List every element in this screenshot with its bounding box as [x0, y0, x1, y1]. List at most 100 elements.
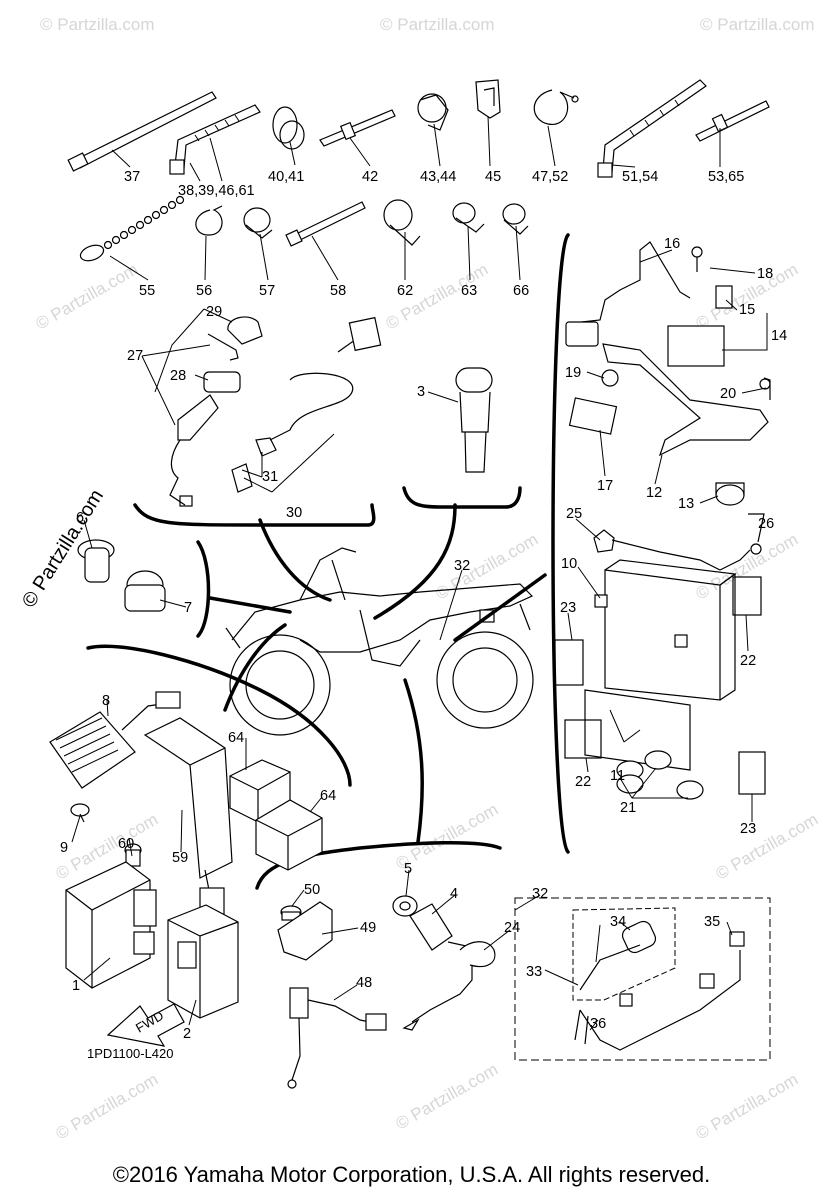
callout-label: 38,39,46,61 [178, 183, 255, 199]
part-sensor-6-7 [77, 539, 166, 612]
callout-label: 19 [565, 365, 581, 381]
callout-label: 12 [646, 485, 662, 501]
connector-arc [453, 573, 547, 642]
watermark: © Partzilla.com [53, 1070, 162, 1144]
watermark: © Partzilla.com [380, 15, 495, 34]
part-cable-tie-38 [169, 104, 261, 175]
part-rectifier-8 [49, 691, 181, 789]
callout-label: 3 [417, 384, 425, 400]
connector-arc [373, 503, 457, 620]
callout-labels: 37 38,39,46,61 40,41 42 43,44 45 47,52 5… [60, 169, 787, 1042]
part-washer-5 [392, 895, 418, 917]
part-neutral-switch-group [277, 901, 387, 1089]
callout-label: 22 [575, 774, 591, 790]
callout-label: 4 [450, 886, 458, 902]
part-tie-58 [285, 201, 366, 247]
callout-label: 64 [228, 730, 244, 746]
connector-arc [223, 623, 287, 712]
group-bracket-battery [551, 233, 570, 854]
connector-arc [403, 678, 424, 844]
callout-label: 14 [771, 328, 787, 344]
part-ignition-coil-3 [455, 367, 493, 473]
part-ecu-2 [167, 904, 239, 1019]
part-clamp-57 [243, 207, 273, 239]
callout-label: 18 [757, 266, 773, 282]
callout-label: 20 [720, 386, 736, 402]
group-bracket-switch [133, 503, 376, 527]
group-bracket-coil [402, 486, 522, 509]
callout-label: 15 [739, 302, 755, 318]
callout-label: 24 [504, 920, 520, 936]
callout-label: 32 [454, 558, 470, 574]
callout-label: 58 [330, 283, 346, 299]
callout-label: 43,44 [420, 169, 456, 185]
callout-label: 8 [102, 693, 110, 709]
callout-label: 29 [206, 304, 222, 320]
callout-label: 48 [356, 975, 372, 991]
part-relay-64 [229, 759, 323, 871]
callout-label: 13 [678, 496, 694, 512]
part-band-47 [533, 89, 579, 125]
callout-label: 11 [610, 768, 625, 784]
callout-label: 28 [170, 368, 186, 384]
callout-label: 59 [172, 850, 188, 866]
part-cable-tie-37 [67, 91, 217, 172]
callout-label: 26 [758, 516, 774, 532]
group-bracket-ecu [86, 644, 352, 787]
group-bracket-sensors-lower [255, 841, 502, 890]
part-clamp-43 [417, 93, 449, 131]
callout-label: 21 [620, 800, 636, 816]
callout-label: 53,65 [708, 169, 744, 185]
part-clip-45 [475, 79, 501, 119]
callout-label: 22 [740, 653, 756, 669]
callout-label: 32 [532, 886, 548, 902]
callout-label: 1 [72, 978, 80, 994]
callout-label: 45 [485, 169, 501, 185]
fwd-arrow-icon: FWD [106, 1003, 185, 1047]
callout-label: 17 [597, 478, 613, 494]
copyright-notice: ©2016 Yamaha Motor Corporation, U.S.A. A… [112, 1162, 711, 1187]
watermark: © Partzilla.com [693, 530, 802, 604]
callout-label: 42 [362, 169, 378, 185]
callout-label: 7 [184, 600, 192, 616]
part-ecm-1 [65, 861, 157, 989]
part-lead-wire-30 [231, 316, 382, 493]
part-clamp-66 [502, 203, 529, 235]
part-clamp-63 [452, 202, 485, 233]
part-bolt-60 [124, 843, 142, 867]
callout-label: 56 [196, 283, 212, 299]
callout-label: 51,54 [622, 169, 658, 185]
callout-label: 50 [304, 882, 320, 898]
callout-label: 37 [124, 169, 140, 185]
part-sensor-4 [409, 903, 475, 951]
callout-label: 6 [76, 510, 84, 526]
callout-label: 36 [590, 1016, 606, 1032]
part-ecu-59 [143, 717, 233, 921]
callout-label: 47,52 [532, 169, 568, 185]
callout-label: 2 [183, 1026, 191, 1042]
watermark: © Partzilla.com [700, 15, 815, 34]
watermark: © Partzilla.com [693, 1070, 802, 1144]
part-clamp-62 [383, 199, 421, 246]
callout-label: 60 [118, 836, 134, 852]
callout-label: 25 [566, 506, 582, 522]
callout-label: 23 [560, 600, 576, 616]
callout-label: 64 [320, 788, 336, 804]
part-cable-tie-51 [597, 79, 707, 178]
callout-label: 31 [262, 469, 278, 485]
callout-label: 27 [127, 348, 143, 364]
callout-label: 33 [526, 964, 542, 980]
part-main-switch [169, 316, 263, 507]
callout-label: 9 [60, 840, 68, 856]
callout-label: 23 [740, 821, 756, 837]
watermark: © Partzilla.com [393, 1060, 502, 1134]
callout-label: 55 [139, 283, 155, 299]
part-bolt-9 [70, 803, 90, 823]
part-band-56 [195, 205, 223, 236]
callout-label: 16 [664, 236, 680, 252]
part-bead-tie-55 [79, 195, 185, 262]
callout-label: 35 [704, 914, 720, 930]
callout-label: 40,41 [268, 169, 304, 185]
part-tie-42 [319, 109, 396, 147]
